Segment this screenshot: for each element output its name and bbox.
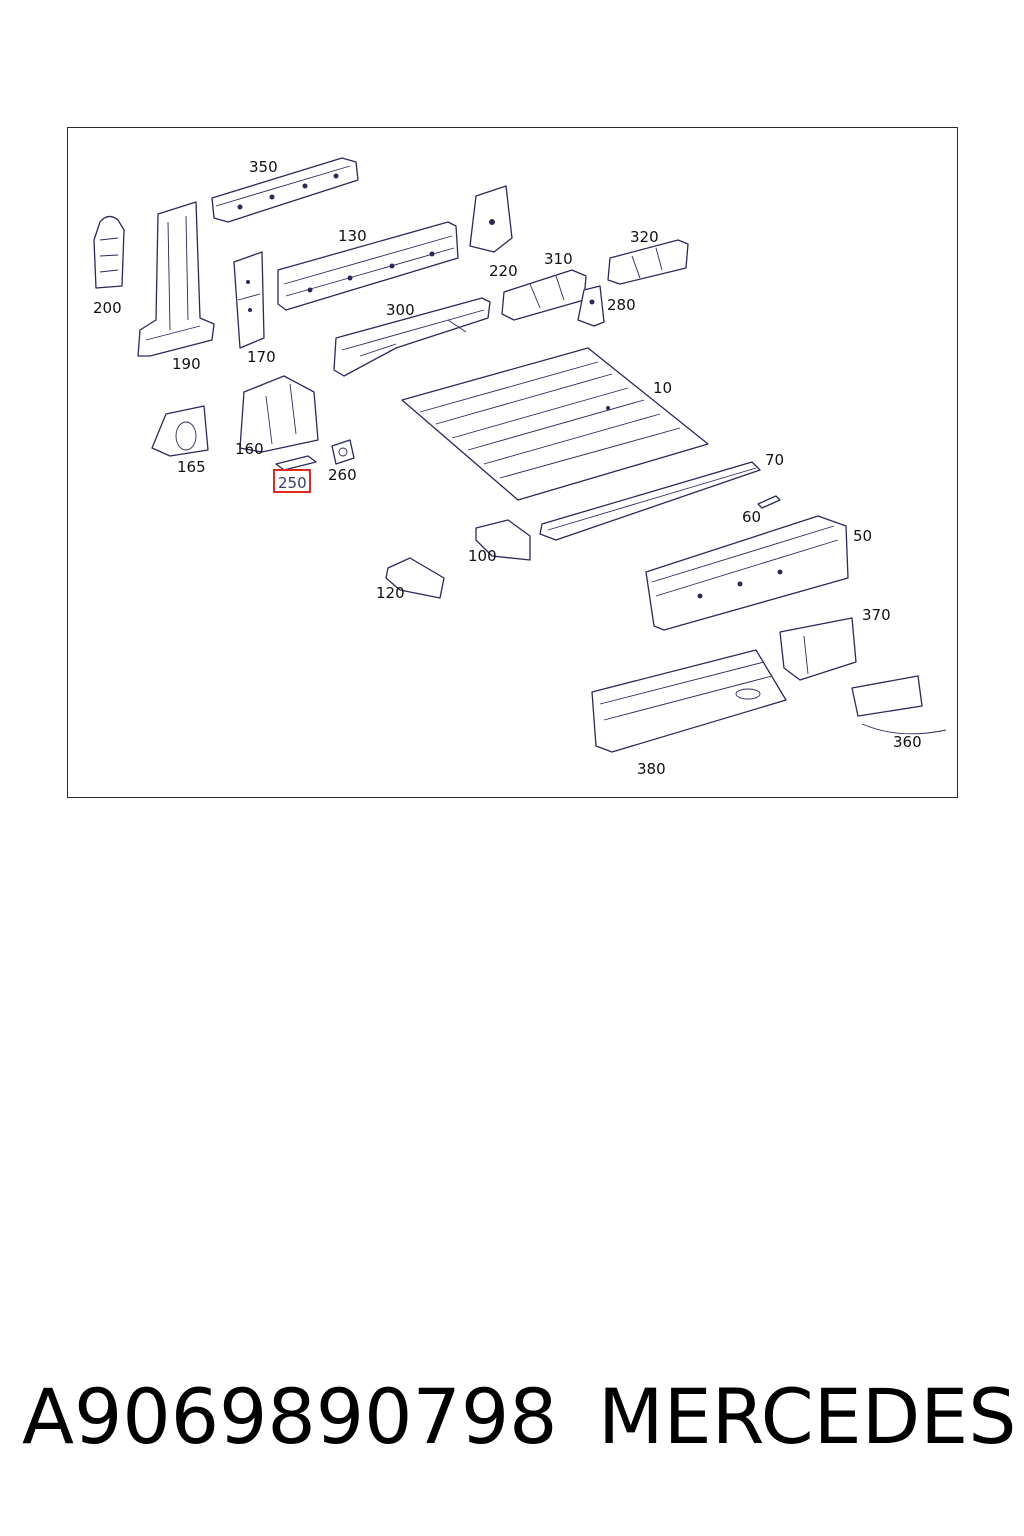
callout-60: 60	[742, 508, 761, 526]
part-250	[275, 455, 317, 471]
part-number: A9069890798	[22, 1372, 558, 1461]
part-380	[591, 649, 787, 753]
part-170	[233, 251, 265, 349]
callout-310: 310	[544, 250, 573, 268]
callout-70: 70	[765, 451, 784, 469]
part-70	[539, 461, 761, 541]
callout-360: 360	[893, 733, 922, 751]
callout-120: 120	[376, 584, 405, 602]
callout-380: 380	[637, 760, 666, 778]
highlight-box	[273, 469, 311, 493]
part-370	[779, 617, 857, 681]
part-260	[331, 439, 355, 465]
caption: A9069890798 MERCEDES	[0, 1372, 1024, 1462]
callout-10: 10	[653, 379, 672, 397]
callout-165: 165	[177, 458, 206, 476]
part-100	[475, 519, 531, 561]
part-10	[401, 347, 709, 501]
part-190	[137, 201, 215, 357]
callout-50: 50	[853, 527, 872, 545]
part-165	[151, 405, 209, 457]
part-360	[851, 675, 947, 735]
parts-diagram: 350 130 220 310 320 200 190 170 300 280 …	[93, 157, 947, 778]
callout-350: 350	[249, 158, 278, 176]
brand-name: MERCEDES	[598, 1372, 1017, 1461]
callout-280: 280	[607, 296, 636, 314]
callout-130: 130	[338, 227, 367, 245]
part-280	[577, 285, 605, 327]
part-300	[333, 297, 491, 377]
part-50	[645, 515, 849, 631]
callout-320: 320	[630, 228, 659, 246]
callout-100: 100	[468, 547, 497, 565]
callout-220: 220	[489, 262, 518, 280]
callout-370: 370	[862, 606, 891, 624]
part-60	[757, 495, 781, 509]
callout-250[interactable]: 250	[278, 474, 307, 492]
part-200	[93, 215, 125, 289]
part-130	[277, 221, 459, 311]
callout-300: 300	[386, 301, 415, 319]
part-120	[385, 557, 445, 599]
callout-170: 170	[247, 348, 276, 366]
callout-160: 160	[235, 440, 264, 458]
callout-200: 200	[93, 299, 122, 317]
part-350	[211, 157, 359, 223]
callout-260: 260	[328, 466, 357, 484]
part-220	[469, 185, 513, 253]
part-160	[239, 375, 319, 453]
callout-190: 190	[172, 355, 201, 373]
part-320	[607, 239, 689, 285]
